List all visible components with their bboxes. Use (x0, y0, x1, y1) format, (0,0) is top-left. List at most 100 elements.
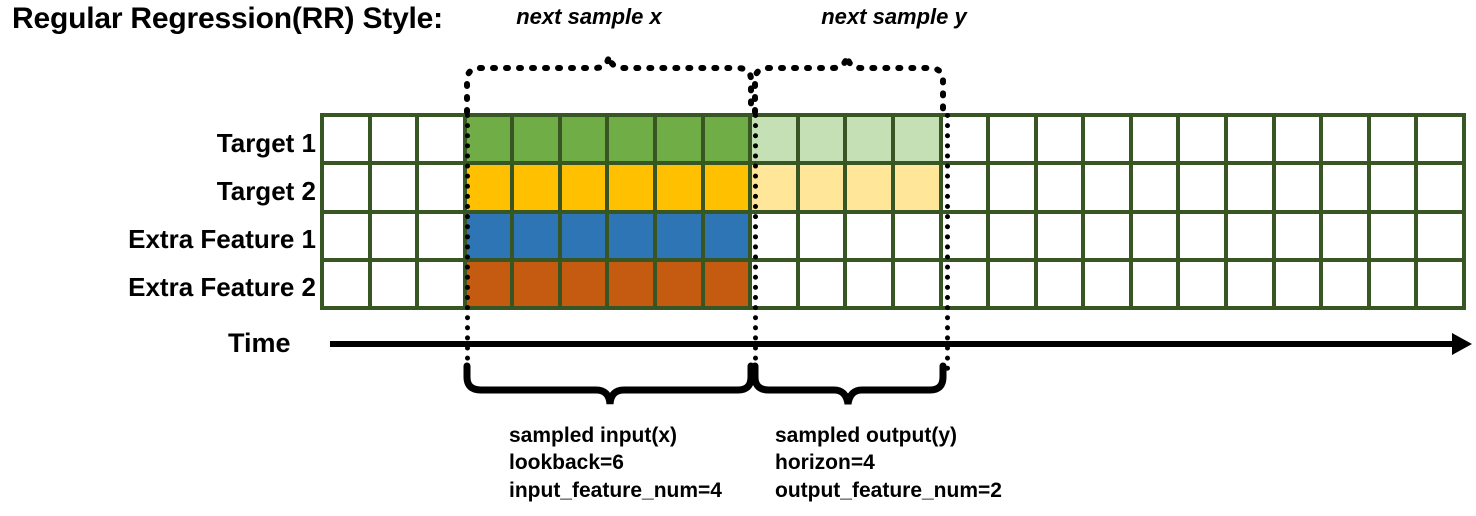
grid-cell (799, 213, 844, 258)
grid-cell (1228, 213, 1272, 258)
grid-cell (324, 165, 368, 210)
grid-cell (1085, 165, 1129, 210)
row-label-extra-feature-2: Extra Feature 2 (128, 272, 316, 302)
guide-input-start (465, 113, 470, 371)
grid-cell (561, 117, 606, 162)
grid-cell (561, 165, 606, 210)
grid-cell (371, 261, 416, 306)
grid-cell (371, 165, 416, 210)
grid-cell (657, 261, 701, 306)
bottom-brace-output-line-2: horizon=4 (775, 451, 875, 475)
bottom-brace-input-line-2: lookback=6 (509, 451, 624, 475)
grid-cell (1180, 261, 1225, 306)
grid-cell (514, 165, 558, 210)
grid-cell (371, 213, 416, 258)
grid-cell (1370, 261, 1415, 306)
grid-cell (514, 117, 558, 162)
grid-cell (1370, 117, 1415, 162)
grid-cell (419, 165, 463, 210)
grid-cell (657, 213, 701, 258)
grid-cell (1085, 213, 1129, 258)
guide-output-end (945, 113, 950, 371)
grid-cell (609, 261, 654, 306)
row-label-target-2: Target 2 (216, 176, 316, 206)
grid-cell (1085, 117, 1129, 162)
grid-cell (324, 213, 368, 258)
grid-cell (799, 117, 844, 162)
page-title: Regular Regression(RR) Style: (12, 2, 443, 35)
grid-cell (1180, 165, 1225, 210)
grid-cell (1037, 165, 1082, 210)
grid-cell (752, 165, 796, 210)
grid-cell (1323, 261, 1367, 306)
grid-cell (894, 165, 939, 210)
grid-cell (1132, 213, 1177, 258)
grid-cell (1323, 165, 1367, 210)
grid-cell (894, 117, 939, 162)
grid-cell (419, 261, 463, 306)
grid-cell (990, 213, 1034, 258)
grid-cell (990, 261, 1034, 306)
grid-cell (1132, 261, 1177, 306)
brace-sampled-input (463, 362, 755, 405)
grid-cell (1418, 261, 1462, 306)
grid-cell (1418, 165, 1462, 210)
grid-cell (466, 261, 511, 306)
grid-cell (1370, 213, 1415, 258)
grid-cell (704, 165, 749, 210)
brace-next-sample-x (464, 55, 754, 115)
grid-cell (419, 117, 463, 162)
brace-next-sample-y (752, 55, 946, 115)
grid-cell (1275, 165, 1320, 210)
grid-cell (1180, 213, 1225, 258)
grid-cell (419, 213, 463, 258)
grid-cell (324, 117, 368, 162)
grid-cell (466, 117, 511, 162)
grid-cell (514, 213, 558, 258)
grid-cell (1132, 117, 1177, 162)
grid-cell (1180, 117, 1225, 162)
grid-cell (847, 117, 891, 162)
grid-cell (1085, 261, 1129, 306)
guide-input-end (753, 113, 758, 371)
grid-cell (847, 165, 891, 210)
grid-cell (371, 117, 416, 162)
bottom-brace-output-line-1: sampled output(y) (775, 424, 957, 447)
grid-cell (1228, 117, 1272, 162)
grid-cell (324, 261, 368, 306)
row-label-extra-feature-1: Extra Feature 1 (128, 224, 316, 254)
timeseries-grid (320, 113, 1466, 310)
grid-cell (704, 213, 749, 258)
grid-cell (704, 261, 749, 306)
grid-cell (1323, 117, 1367, 162)
grid-cell (514, 261, 558, 306)
grid-cell (466, 165, 511, 210)
grid-cell (1037, 117, 1082, 162)
time-axis-line (330, 341, 1458, 347)
grid-cell (1370, 165, 1415, 210)
grid-cell (1037, 261, 1082, 306)
grid-cell (657, 165, 701, 210)
grid-cell (1228, 165, 1272, 210)
grid-cell (990, 165, 1034, 210)
grid-cell (990, 117, 1034, 162)
grid-cell (1275, 117, 1320, 162)
grid-cell (561, 213, 606, 258)
grid-cell (1418, 213, 1462, 258)
grid-cell (894, 213, 939, 258)
arrow-right-icon (1452, 333, 1472, 355)
grid-cell (1323, 213, 1367, 258)
brace-sampled-output (751, 362, 947, 405)
grid-cell (894, 261, 939, 306)
grid-cell (561, 261, 606, 306)
bottom-brace-output-line-3: output_feature_num=2 (775, 478, 1002, 502)
bottom-brace-input-line-1: sampled input(x) (509, 424, 678, 447)
grid-cell (752, 261, 796, 306)
grid-cell (704, 117, 749, 162)
bottom-brace-caption-input: sampled input(x) lookback=6 input_featur… (509, 422, 722, 504)
grid-cell (1275, 261, 1320, 306)
top-brace-caption-y: next sample y (821, 4, 967, 29)
grid-cell (752, 213, 796, 258)
top-brace-caption-x: next sample x (516, 4, 662, 29)
grid-cell (847, 213, 891, 258)
